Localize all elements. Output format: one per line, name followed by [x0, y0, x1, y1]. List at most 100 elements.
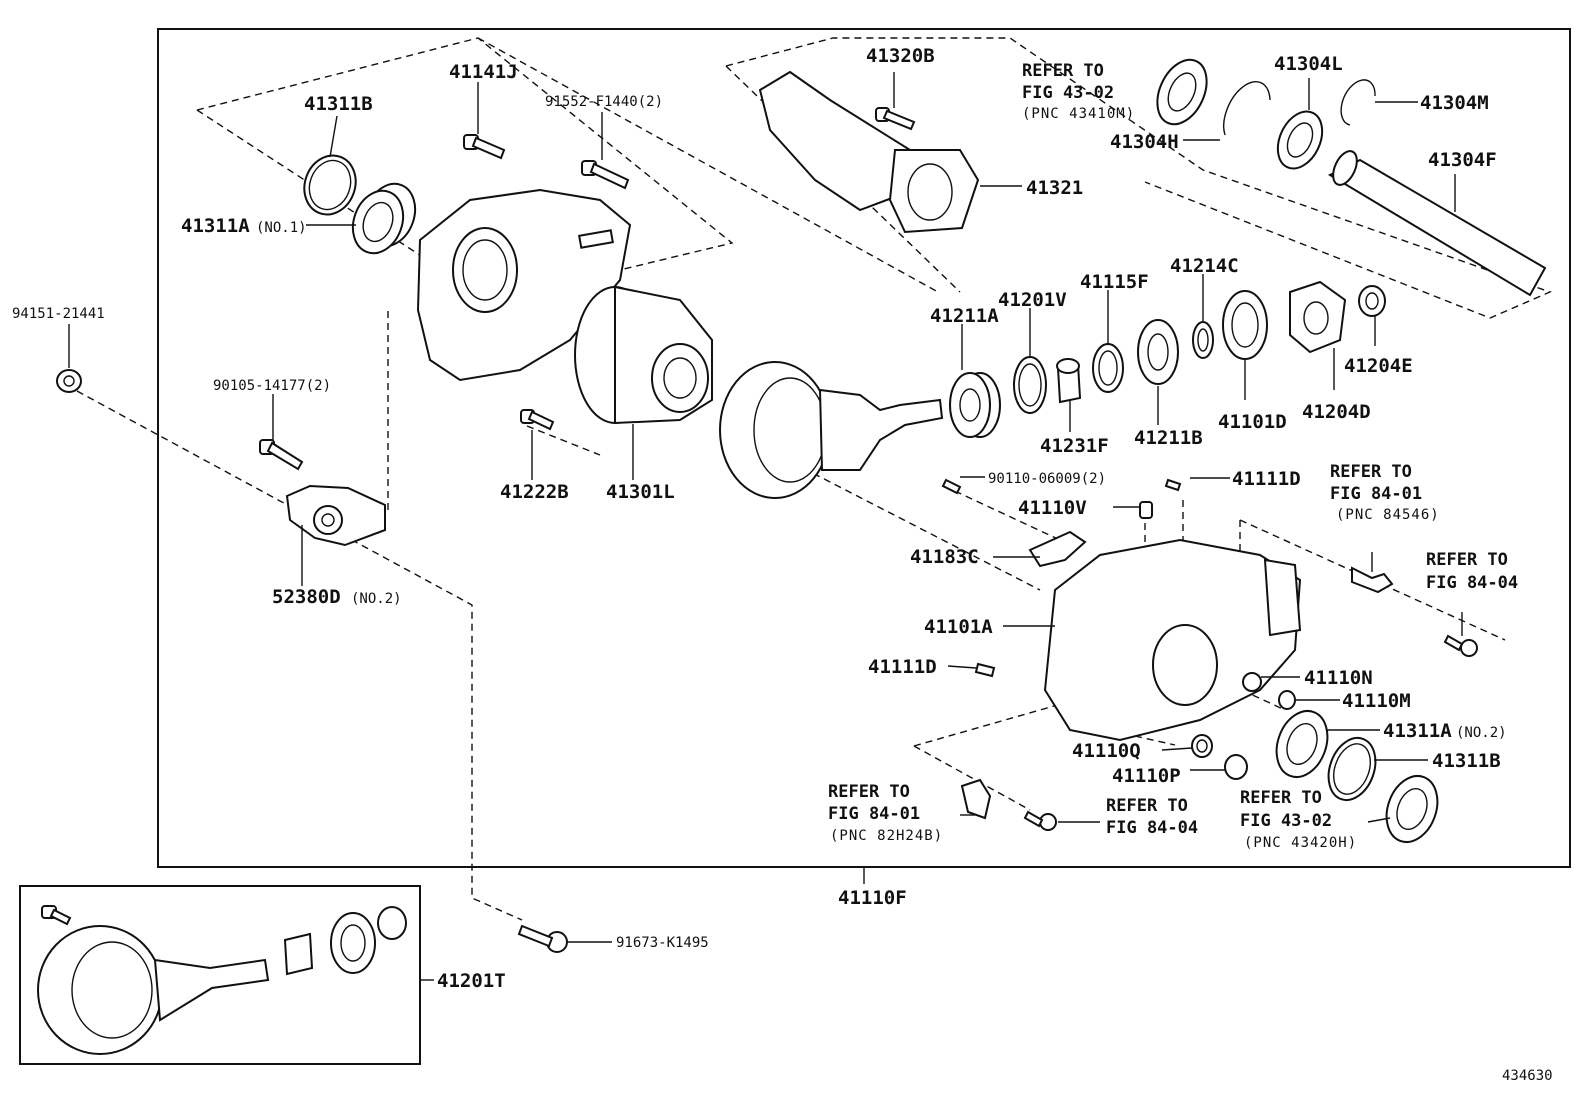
label-41321: 41321 [1026, 177, 1083, 199]
ref6-line2: FIG 43-02 [1240, 811, 1332, 831]
carrier-housing-41101A [1043, 538, 1302, 742]
label-41320B: 41320B [866, 45, 935, 67]
oil-seal-bottom [1385, 775, 1439, 843]
bolt-91552 [581, 160, 630, 190]
label-41222B: 41222B [500, 481, 569, 503]
label-41141J: 41141J [449, 61, 518, 83]
ref1-line2: FIG 43-02 [1022, 83, 1114, 103]
ref4-pnc: (PNC 82H24B) [830, 828, 943, 844]
pin-41111D-bottom [974, 662, 996, 678]
snap-ring-41304M [1340, 79, 1376, 126]
bolt-41141J [463, 134, 506, 160]
carrier-cover [416, 188, 632, 382]
label-91673: 91673-K1495 [616, 935, 709, 951]
plug-41110M [1278, 690, 1296, 710]
ref4-line2: FIG 84-01 [828, 804, 920, 824]
label-41111D-top: 41111D [1232, 468, 1301, 490]
ref2-line1: REFER TO [1330, 462, 1412, 482]
label-41204E: 41204E [1344, 355, 1413, 377]
bearing-41311A-bottom [1275, 710, 1329, 778]
ring-41115F [1092, 343, 1124, 393]
label-91552: 91552-F1440(2) [545, 94, 663, 110]
breather-41110V [1139, 501, 1153, 519]
kit-parts [37, 905, 407, 1055]
oil-seal-top [1156, 58, 1208, 126]
shaft-41304F [1327, 150, 1547, 297]
ref2-pnc: (PNC 84546) [1336, 507, 1440, 523]
label-41201T: 41201T [437, 970, 506, 992]
sensor-bottom [960, 778, 992, 820]
bearing-41211B [1137, 319, 1179, 385]
label-41311A-bottom: 41311A [1383, 720, 1452, 742]
leader-lines [68, 72, 1463, 981]
kit-inset-frame [19, 885, 421, 1065]
ring-41201V [1013, 356, 1047, 414]
ref3-line2: FIG 84-04 [1426, 573, 1518, 593]
flange-41204D [1289, 280, 1347, 354]
snap-ring-41304H [1223, 81, 1271, 136]
ref4-line1: REFER TO [828, 782, 910, 802]
bolt-bottom [1023, 810, 1057, 831]
bolt-41222B [520, 409, 555, 431]
label-41311B-bottom: 41311B [1432, 750, 1501, 772]
differential-case-41301L [574, 285, 713, 425]
label-41231F: 41231F [1040, 435, 1109, 457]
label-41183C: 41183C [910, 546, 979, 568]
label-41204D: 41204D [1302, 401, 1371, 423]
sensor-right [1351, 566, 1394, 594]
label-41211B: 41211B [1134, 427, 1203, 449]
diagram-number: 434630 [1502, 1068, 1553, 1084]
ring-gear-pinion [719, 361, 944, 499]
label-41214C: 41214C [1170, 255, 1239, 277]
plug-41110N [1242, 672, 1262, 692]
label-41115F: 41115F [1080, 271, 1149, 293]
label-41111D-bottom: 41111D [868, 656, 937, 678]
ref6-line1: REFER TO [1240, 788, 1322, 808]
washer-41214C [1192, 321, 1214, 359]
label-41311A-bottom-note: (NO.2) [1456, 725, 1507, 741]
ref1-line1: REFER TO [1022, 61, 1104, 81]
label-41101D: 41101D [1218, 411, 1287, 433]
ref5-line2: FIG 84-04 [1106, 818, 1198, 838]
label-90105: 90105-14177(2) [213, 378, 331, 394]
label-41304H: 41304H [1110, 131, 1179, 153]
plug-41110P [1224, 754, 1248, 780]
label-41304F: 41304F [1428, 149, 1497, 171]
bolt-90105 [259, 439, 304, 471]
nut-94151 [56, 369, 82, 393]
label-94151: 94151-21441 [12, 306, 105, 322]
bearing-41304L [1276, 110, 1324, 170]
extension-tube-41321 [758, 70, 980, 234]
label-41110Q: 41110Q [1072, 740, 1141, 762]
bearing-41311A-top [351, 182, 417, 255]
label-41311A-top: 41311A [181, 215, 250, 237]
label-41201V: 41201V [998, 289, 1067, 311]
bolt-91673 [517, 924, 568, 953]
ref6-pnc: (PNC 43420H) [1244, 835, 1357, 851]
ref1-pnc: (PNC 43410M) [1022, 106, 1135, 122]
mount-52380D [285, 484, 386, 547]
ring-41311B-top [303, 154, 357, 216]
label-41304M: 41304M [1420, 92, 1489, 114]
gasket-41183C [1028, 530, 1087, 568]
spacer-41231F [1056, 358, 1082, 404]
bolt-41320B [875, 107, 916, 131]
bearing-41211A [949, 372, 1001, 438]
ref3-line1: REFER TO [1426, 550, 1508, 570]
label-41211A: 41211A [930, 305, 999, 327]
label-41311A-top-note: (NO.1) [256, 220, 307, 236]
label-41304L: 41304L [1274, 53, 1343, 75]
gasket-41110Q [1191, 734, 1213, 758]
nut-41204E [1358, 285, 1386, 317]
label-52380D: 52380D [272, 586, 341, 608]
label-41110M: 41110M [1342, 690, 1411, 712]
label-41311B-top: 41311B [304, 93, 373, 115]
label-41110P: 41110P [1112, 765, 1181, 787]
ring-41311B-bottom [1327, 737, 1377, 801]
bolt-90110 [941, 478, 962, 495]
label-41110N: 41110N [1304, 667, 1373, 689]
label-41301L: 41301L [606, 481, 675, 503]
label-41110F: 41110F [838, 887, 907, 909]
label-90110: 90110-06009(2) [988, 471, 1106, 487]
